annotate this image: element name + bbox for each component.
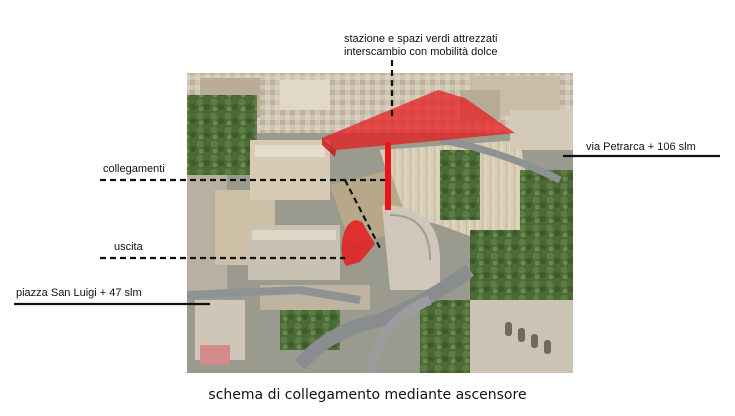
uscita-label: uscita: [114, 241, 143, 253]
elevator-highlight: [322, 90, 515, 266]
piazza-label: piazza San Luigi + 47 slm: [16, 287, 142, 299]
exit-area: [341, 220, 375, 266]
via-petrarca-label: via Petrarca + 106 slm: [586, 141, 696, 153]
elevator-shaft: [385, 142, 391, 210]
station-label-line2: interscambio con mobilità dolce: [344, 46, 498, 58]
station-label-line1: stazione e spazi verdi attrezzati: [344, 33, 498, 45]
leader-lines: [14, 60, 720, 306]
diagonal-leader: [344, 179, 381, 249]
diagram-caption: schema di collegamento mediante ascensor…: [208, 387, 527, 403]
station-platform: [322, 90, 515, 150]
collegamenti-label: collegamenti: [103, 163, 165, 175]
